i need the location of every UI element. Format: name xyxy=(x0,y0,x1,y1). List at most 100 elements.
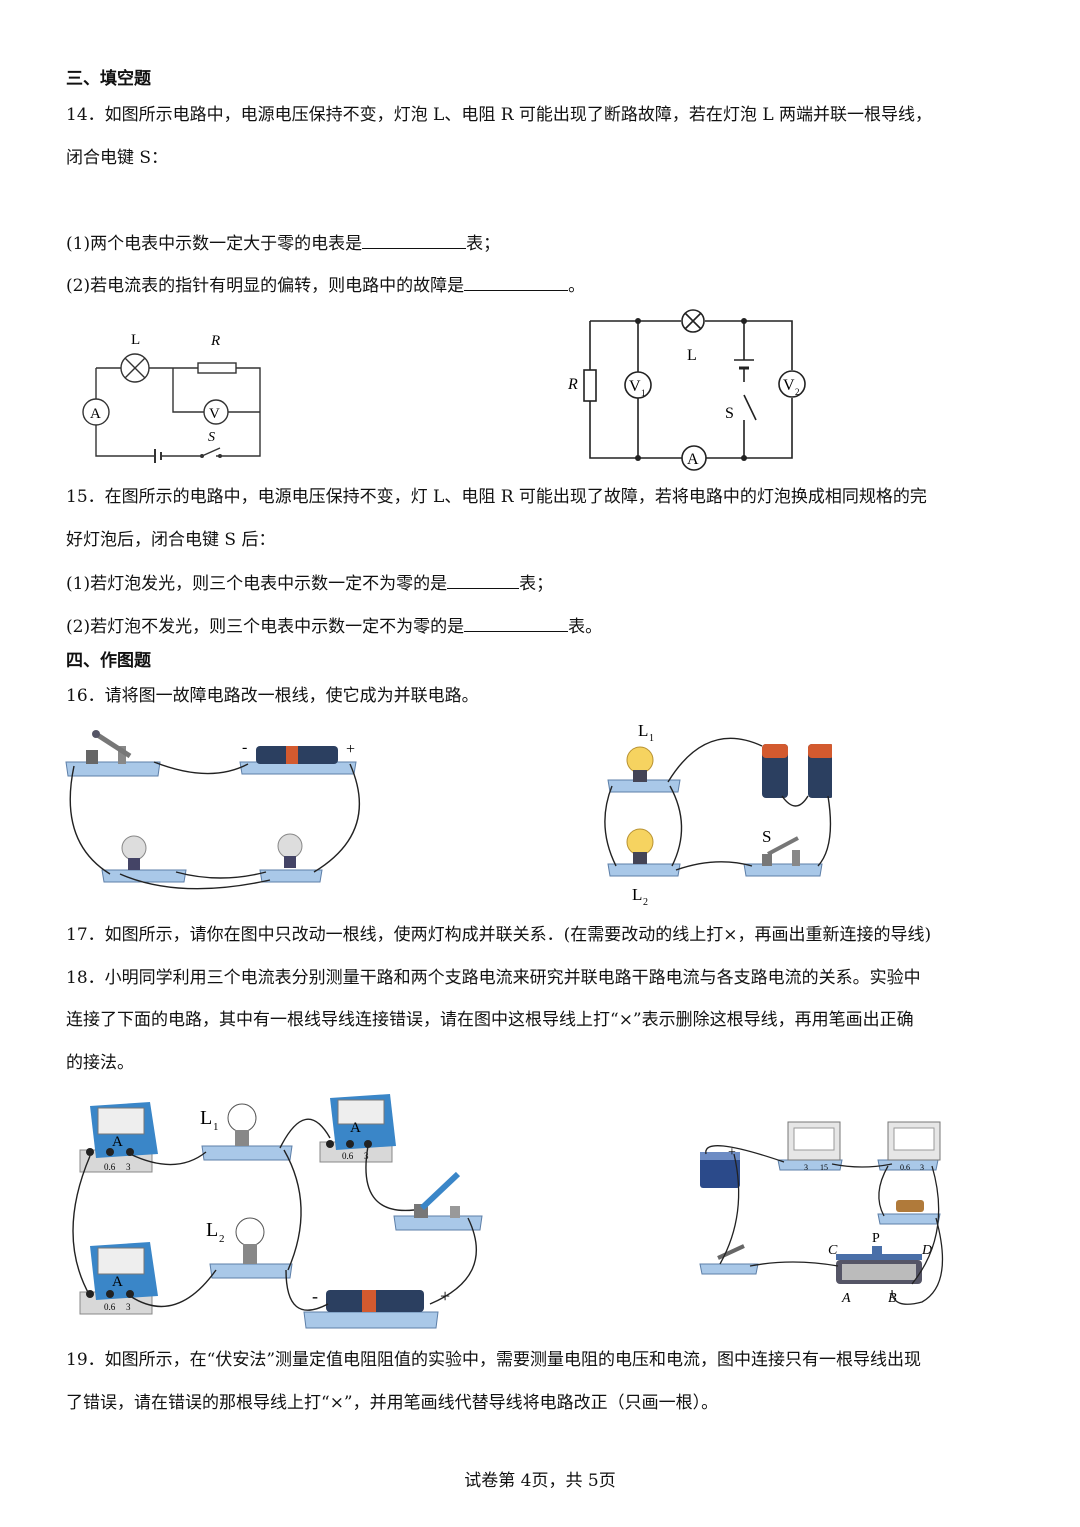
terminal-label: 3 xyxy=(804,1163,808,1172)
label-V2: V xyxy=(783,377,795,394)
knife-switch-icon xyxy=(743,836,823,877)
bulb-icon xyxy=(607,828,681,877)
battery-icon xyxy=(303,1290,439,1329)
battery-minus-label: - xyxy=(312,1286,318,1306)
q14-line2: 闭合电键 S： xyxy=(66,148,169,168)
resistor-icon xyxy=(583,369,597,402)
label-P: P xyxy=(872,1231,880,1246)
knife-switch-icon xyxy=(65,730,161,777)
q17-line1: 17．如图所示，请你在图中只改动一根线，使两灯构成并联关系．(在需要改动的线上打… xyxy=(66,925,932,945)
label-D: D xyxy=(921,1243,932,1258)
q14-part2: (2)若电流表的指针有明显的偏转，则电路中的故障是 。 xyxy=(66,273,585,297)
label-A: A xyxy=(687,451,699,468)
q14-part2-text: (2)若电流表的指针有明显的偏转，则电路中的故障是 xyxy=(66,276,465,296)
q15-part1-text: (1)若灯泡发光，则三个电表中示数一定不为零的是 xyxy=(66,574,448,594)
q18-circuit-picture: A 0.6 3 A 0.6 3 A 0.6 3 L 1 L 2 xyxy=(72,1094,483,1329)
q19-line1: 19．如图所示，在“伏安法”测量定值电阻阻值的实验中，需要测量电阻的电压和电流，… xyxy=(66,1350,922,1370)
answer-blank[interactable] xyxy=(362,231,467,249)
ammeter-icon xyxy=(79,1102,158,1173)
q15-part1: (1)若灯泡发光，则三个电表中示数一定不为零的是 表； xyxy=(66,571,553,595)
label-B: B xyxy=(888,1291,897,1306)
section-title-drawing: 四、作图题 xyxy=(66,651,151,671)
q14-line1: 14．如图所示电路中，电源电压保持不变，灯泡 L、电阻 R 可能出现了断路故障，… xyxy=(66,105,933,125)
label-L2: L xyxy=(632,885,642,904)
label-A: A xyxy=(90,406,101,422)
knife-switch-icon xyxy=(699,1244,759,1275)
ammeter-icon xyxy=(82,398,110,426)
q16-circuit-picture: - + xyxy=(65,730,361,890)
bulb-icon xyxy=(607,746,681,793)
label-V1-sub: 1 xyxy=(641,388,646,398)
label-S: S xyxy=(208,430,215,445)
ammeter-label: A xyxy=(350,1120,361,1136)
label-R: R xyxy=(210,333,220,349)
battery-icon xyxy=(239,746,357,775)
q15-part2-suffix: 表。 xyxy=(568,617,603,637)
q14-part1: (1)两个电表中示数一定大于零的电表是 表； xyxy=(66,231,500,255)
q15-line1: 15．在图所示的电路中，电源电压保持不变，灯 L、电阻 R 可能出现了故障，若将… xyxy=(66,487,927,507)
q15-part1-suffix: 表； xyxy=(519,574,554,594)
label-L1: L xyxy=(200,1107,212,1129)
q18-line3: 的接法。 xyxy=(66,1053,134,1073)
ammeter-label: A xyxy=(112,1134,123,1150)
terminal-label: 0.6 xyxy=(342,1151,354,1161)
label-L1-sub: 1 xyxy=(213,1121,219,1133)
label-S: S xyxy=(762,827,771,846)
answer-blank[interactable] xyxy=(464,273,569,291)
battery-minus-label: - xyxy=(242,739,247,756)
battery-plus-label: + xyxy=(346,741,355,758)
bulb-icon xyxy=(101,835,187,883)
label-V1: V xyxy=(629,378,641,395)
q18-line1: 18．小明同学利用三个电流表分别测量干路和两个支路电流来研究并联电路干路电流与各… xyxy=(66,968,921,988)
q19-line2: 了错误，请在错误的那根导线上打“×”，并用笔画线代替导线将电路改正（只画一根）。 xyxy=(66,1393,719,1413)
q14-part1-text: (1)两个电表中示数一定大于零的电表是 xyxy=(66,234,363,254)
resistor-icon xyxy=(197,362,237,374)
knife-switch-icon xyxy=(393,1171,483,1231)
q19-circuit-picture: + 3 15 0.6 3 C P D A B xyxy=(699,1121,944,1306)
q15-part2: (2)若灯泡不发光，则三个电表中示数一定不为零的是 表。 xyxy=(66,614,602,638)
label-A: A xyxy=(841,1291,851,1306)
section-title-fill-blank: 三、填空题 xyxy=(66,69,151,89)
terminal-label: 0.6 xyxy=(104,1302,116,1312)
voltmeter-icon xyxy=(777,1121,843,1171)
label-V: V xyxy=(209,406,220,422)
resistor-icon xyxy=(877,1200,941,1225)
rheostat-icon xyxy=(836,1246,922,1284)
answer-blank[interactable] xyxy=(464,614,569,632)
voltmeter-icon xyxy=(778,370,806,398)
battery-icon xyxy=(700,1152,740,1188)
label-L2-sub: 2 xyxy=(643,897,648,908)
label-L2: L xyxy=(206,1219,218,1241)
terminal-label: 3 xyxy=(920,1163,924,1172)
q14-part1-suffix: 表； xyxy=(466,234,501,254)
label-V2-sub: 2 xyxy=(795,387,800,397)
q14-part2-suffix: 。 xyxy=(568,276,586,296)
terminal-label: 0.6 xyxy=(900,1163,910,1172)
voltmeter-icon xyxy=(624,371,652,399)
label-L1: L xyxy=(638,721,648,740)
ammeter-icon xyxy=(79,1242,158,1315)
label-R: R xyxy=(567,376,578,393)
q15-part2-text: (2)若灯泡不发光，则三个电表中示数一定不为零的是 xyxy=(66,617,465,637)
label-L: L xyxy=(131,332,140,348)
page-footer: 试卷第 4页，共 5页 xyxy=(464,1471,616,1491)
label-S: S xyxy=(725,405,734,422)
battery-icon xyxy=(808,744,832,798)
terminal-label: 15 xyxy=(820,1163,828,1172)
q15-line2: 好灯泡后，闭合电键 S 后： xyxy=(66,530,276,550)
label-L: L xyxy=(687,347,697,364)
terminal-label: 3 xyxy=(126,1162,131,1172)
answer-blank[interactable] xyxy=(447,571,520,589)
terminal-label: 3 xyxy=(126,1302,131,1312)
ammeter-label: A xyxy=(112,1274,123,1290)
bulb-icon xyxy=(201,1103,293,1161)
battery-plus-label: + xyxy=(728,1145,736,1160)
q14-circuit-diagram: L R A V S xyxy=(82,332,261,463)
voltmeter-icon xyxy=(203,399,229,425)
terminal-label: 0.6 xyxy=(104,1162,116,1172)
label-C: C xyxy=(828,1243,838,1258)
label-L1-sub: 1 xyxy=(649,733,654,744)
battery-icon xyxy=(762,744,788,798)
label-L2-sub: 2 xyxy=(219,1233,225,1245)
bulb-icon xyxy=(259,833,323,883)
